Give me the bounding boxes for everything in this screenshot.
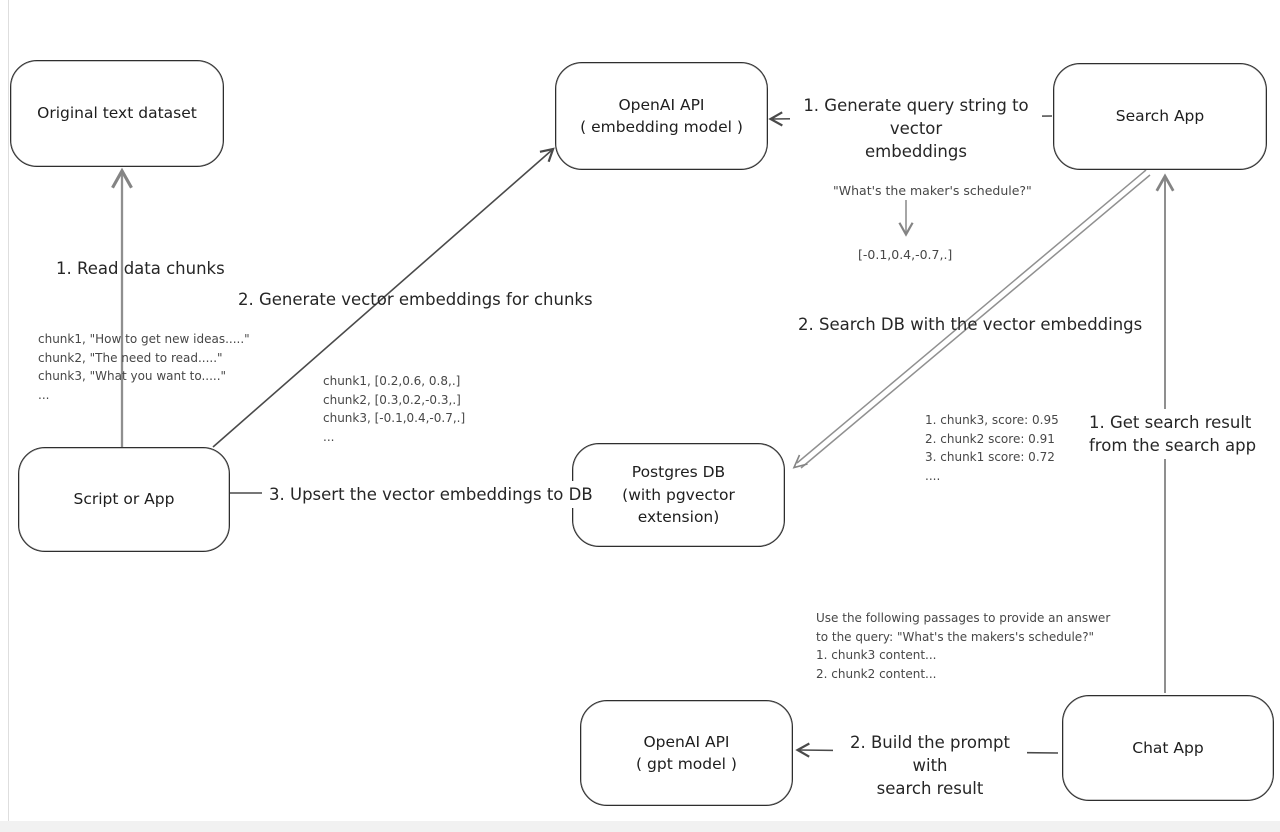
label-build-prompt: 2. Build the prompt with search result <box>833 729 1027 803</box>
node-chat-app[interactable]: Chat App <box>1062 695 1274 801</box>
arrow-generate-embeddings <box>212 147 555 448</box>
annotation-query-vector: [-0.1,0.4,-0.7,.] <box>858 247 953 262</box>
node-postgres-db[interactable]: Postgres DB (with pgvector extension) <box>572 443 785 547</box>
canvas-bottom-edge <box>0 821 1280 832</box>
label-get-search-result: 1. Get search result from the search app <box>1082 409 1264 460</box>
annotation-chunk-vectors: chunk1, [0.2,0.6, 0.8,.] chunk2, [0.3,0.… <box>323 374 466 444</box>
label-query-to-vector: 1. Generate query string to vector embed… <box>790 92 1042 166</box>
node-script-or-app[interactable]: Script or App <box>18 447 230 552</box>
node-original-text-dataset[interactable]: Original text dataset <box>10 60 224 167</box>
annotation-query-string: "What's the maker's schedule?" <box>833 183 1032 198</box>
node-label: Script or App <box>73 490 175 509</box>
node-label: Original text dataset <box>37 104 197 123</box>
label-read-data-chunks: 1. Read data chunks <box>56 259 225 278</box>
label-generate-embeddings: 2. Generate vector embeddings for chunks <box>238 290 593 309</box>
node-label: OpenAI API ( gpt model ) <box>636 732 737 773</box>
node-label: Search App <box>1115 107 1205 126</box>
arrow-search-db <box>792 169 1151 469</box>
annotation-prompt-text: Use the following passages to provide an… <box>816 611 1111 681</box>
node-search-app[interactable]: Search App <box>1053 63 1267 170</box>
label-upsert-embeddings: 3. Upsert the vector embeddings to DB <box>262 481 600 509</box>
annotation-search-scores: 1. chunk3, score: 0.95 2. chunk2 score: … <box>925 413 1059 483</box>
node-openai-gpt-api[interactable]: OpenAI API ( gpt model ) <box>580 700 793 806</box>
canvas-edge-line <box>8 0 9 832</box>
node-label: Postgres DB (with pgvector extension) <box>622 463 735 527</box>
node-label: OpenAI API ( embedding model ) <box>580 95 743 136</box>
annotation-chunk-texts: chunk1, "How to get new ideas....." chun… <box>38 332 250 402</box>
label-search-db: 2. Search DB with the vector embeddings <box>798 315 1143 334</box>
node-label: Chat App <box>1132 738 1204 757</box>
node-openai-embedding-api[interactable]: OpenAI API ( embedding model ) <box>555 62 768 170</box>
